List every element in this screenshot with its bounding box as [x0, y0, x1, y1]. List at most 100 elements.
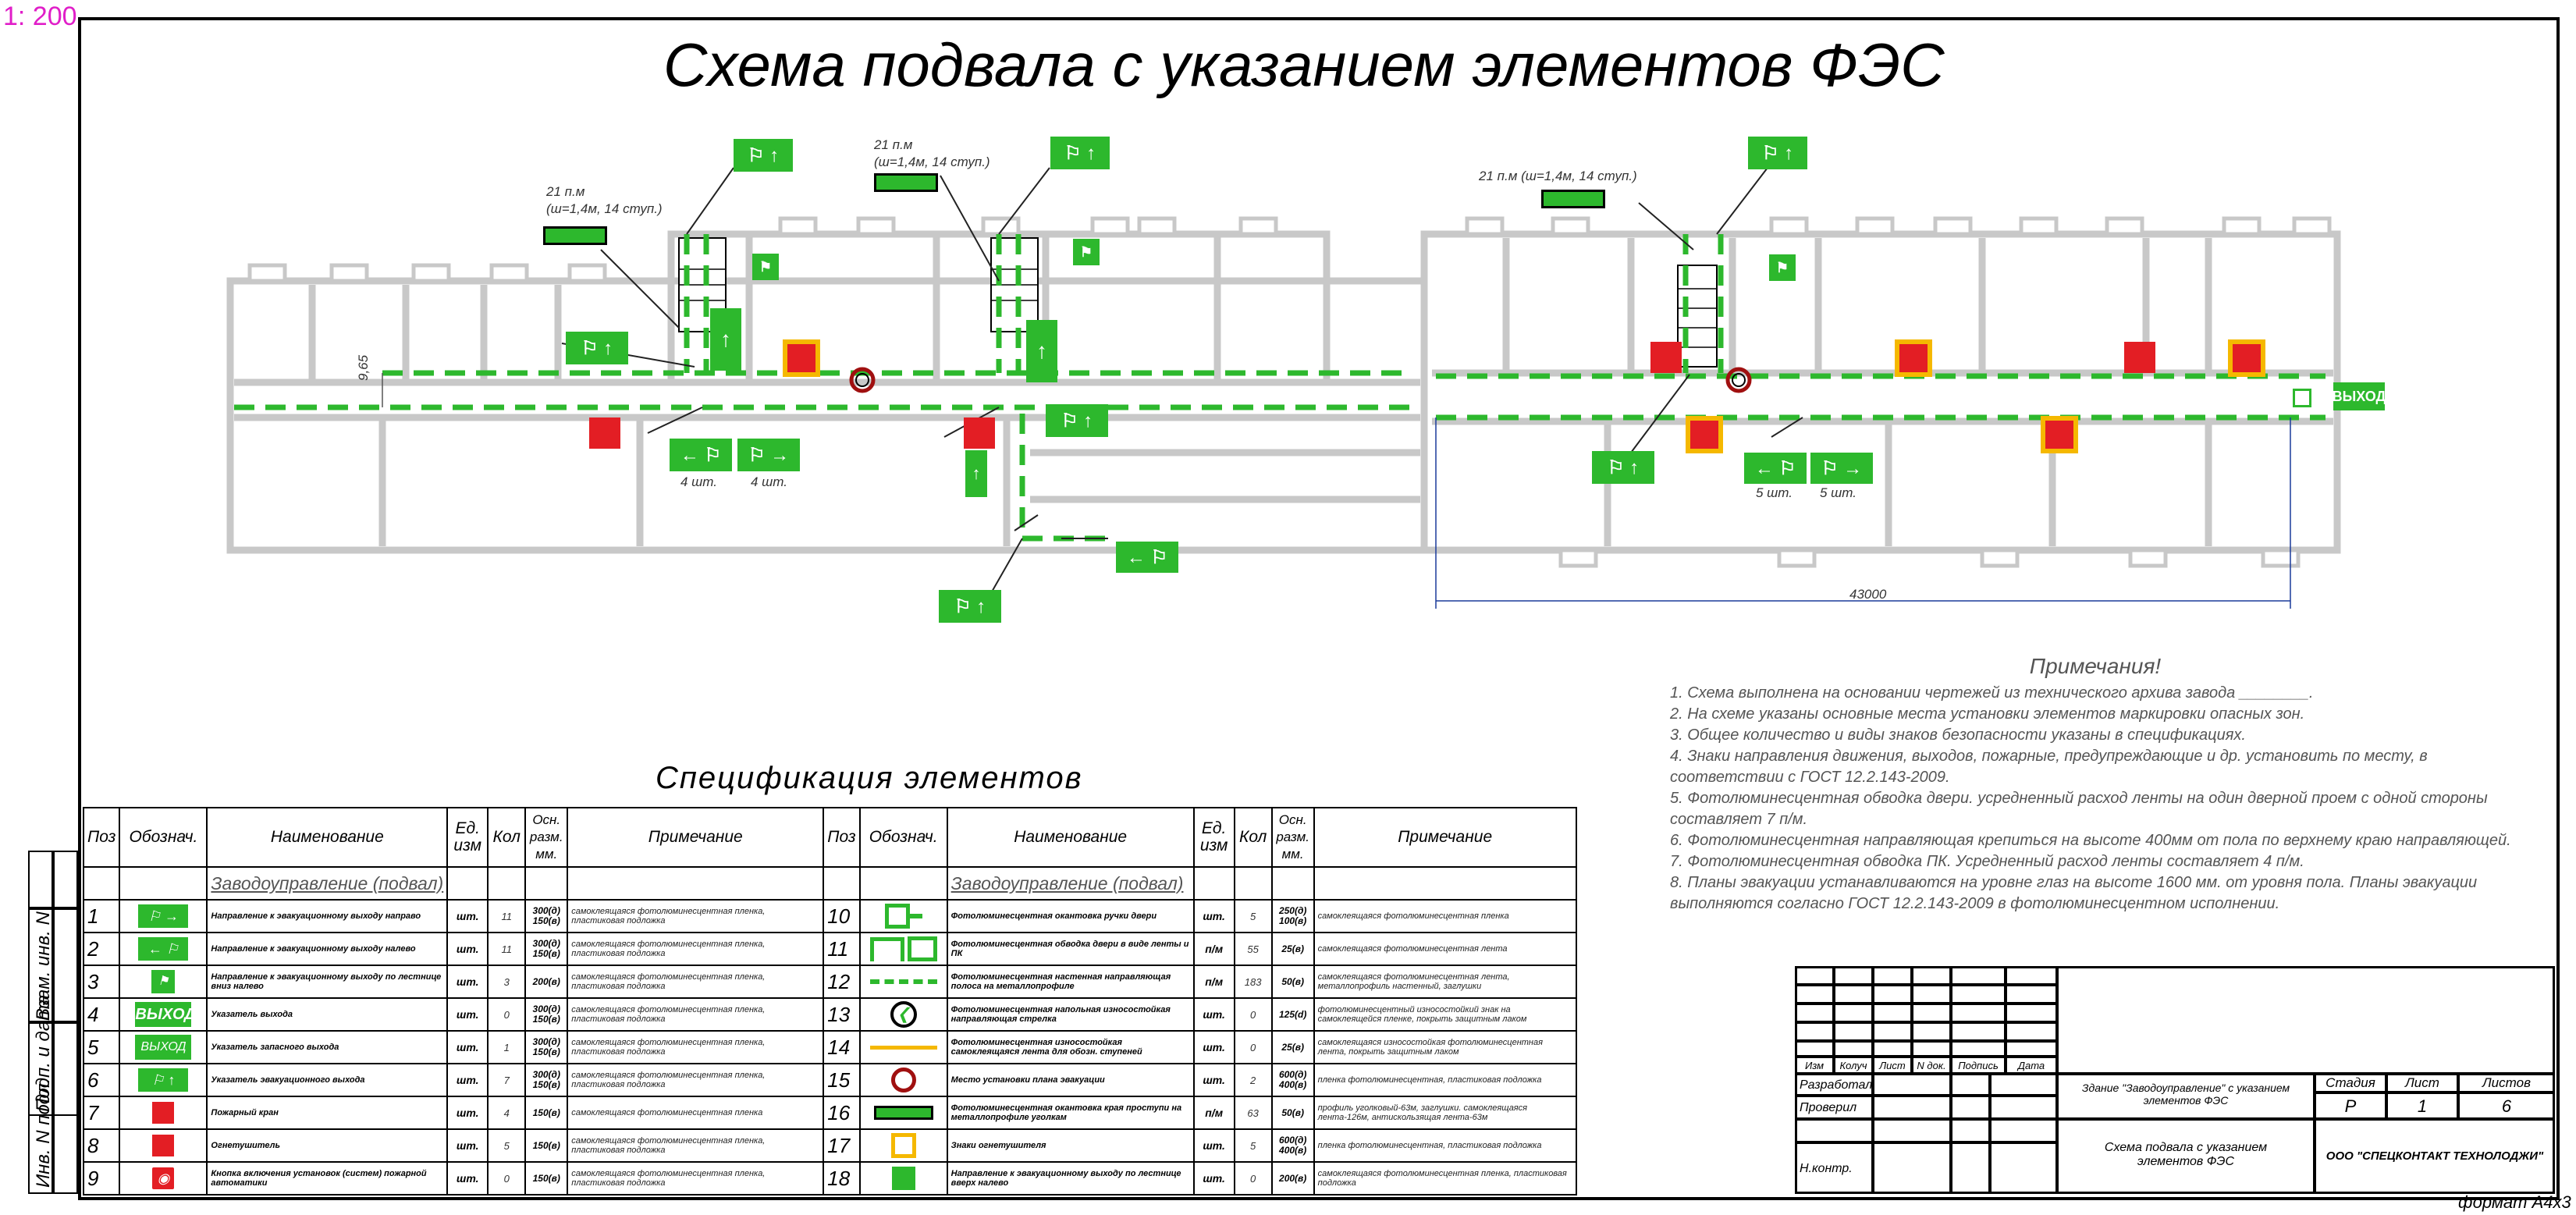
- tb-grid-cell: [1834, 1041, 1873, 1057]
- spec-name: Знаки огнетушителя: [946, 1128, 1195, 1163]
- note-item: 3. Общее количество и виды знаков безопа…: [1670, 727, 2246, 744]
- spec-size: 25(в): [1270, 1030, 1315, 1064]
- direction-up-sign: ↑: [710, 308, 741, 371]
- spec-symbol-outline-frame-icon: [858, 932, 948, 966]
- stair-label-2: 21 п.м: [874, 137, 913, 152]
- note-item: 1. Схема выполнена на основании чертежей…: [1670, 684, 2314, 702]
- spec-unit: п/м: [1192, 932, 1235, 966]
- spec-note: самоклеящаяся фотолюминесцентная пленка: [567, 1096, 825, 1130]
- tb-sign-cell: [1990, 1119, 2057, 1142]
- hdr-size: Осн. разм. мм.: [1270, 807, 1315, 868]
- tb-grid-cell: [1834, 1022, 1873, 1041]
- spec-symbol-yellow-square-icon: [858, 1128, 948, 1163]
- extinguisher-icon: [2041, 416, 2078, 453]
- spec-size: 200(в): [1270, 1161, 1315, 1195]
- tb-stage: Р: [2315, 1092, 2386, 1119]
- tb-grid-cell: Дата: [2006, 1057, 2057, 1074]
- spec-size: 150(в): [524, 1128, 569, 1163]
- tb-grid-cell: [2006, 1041, 2057, 1057]
- spec-pos: 15: [823, 1063, 861, 1097]
- spec-size: 300(д) 150(в): [524, 899, 569, 933]
- exit-left-sign: ← ⚐: [1116, 542, 1178, 573]
- spec-size: 50(в): [1270, 1096, 1315, 1130]
- stair-label-2b: (ш=1,4м, 14 ступ.): [874, 155, 990, 169]
- spec-name: Фотолюминесцентная окантовка края просту…: [946, 1096, 1195, 1130]
- notes-block: Примечания! 1. Схема выполнена на основа…: [1670, 655, 2521, 915]
- tb-grid-cell: [1873, 1041, 1912, 1057]
- spec-note: самоклеящаяся фотолюминесцентная пленка,…: [567, 1063, 825, 1097]
- side-cell: [28, 1022, 78, 1116]
- hdr-unit: Ед. изм: [446, 807, 489, 868]
- tb-grid-cell: [1873, 1022, 1912, 1041]
- spec-note: самоклеящаяся фотолюминесцентная лента, …: [1313, 965, 1577, 999]
- tb-sign-cell: [1873, 1119, 1951, 1142]
- spec-unit: шт.: [1192, 1161, 1235, 1195]
- spec-pos: 13: [823, 997, 861, 1032]
- spec-unit: шт.: [446, 1096, 489, 1130]
- spec-unit: п/м: [1192, 1096, 1235, 1130]
- spec-unit: шт.: [446, 932, 489, 966]
- evac-exit-sign: ⚐ ↑: [566, 332, 628, 364]
- hdr-qty: Кол: [1233, 807, 1273, 868]
- spec-pos: 16: [823, 1096, 861, 1130]
- spec-qty: 183: [1233, 965, 1273, 999]
- exit-left-sign: ← ⚐: [1744, 453, 1807, 484]
- spec-unit: шт.: [1192, 997, 1235, 1032]
- tb-grid-cell: [2006, 1004, 2057, 1022]
- spec-name: Фотолюминесцентная напольная износостойк…: [946, 997, 1195, 1032]
- spec-qty: 11: [487, 899, 527, 933]
- spec-qty: 0: [487, 997, 527, 1032]
- tb-grid-cell: [1912, 1041, 1951, 1057]
- spec-pos: 7: [82, 1096, 121, 1130]
- spec-row: 2← ⚐Направление к эвакуационному выходу …: [82, 932, 1577, 966]
- spec-pos: 5: [82, 1030, 121, 1064]
- spec-pos: 17: [823, 1128, 861, 1163]
- spec-unit: шт.: [446, 899, 489, 933]
- fire-hydrant-icon: [964, 417, 995, 449]
- spec-size: 150(в): [524, 1096, 569, 1130]
- evac-exit-sign: ⚐ ↑: [1050, 137, 1110, 169]
- scale-label: 1: 200: [3, 2, 77, 31]
- spec-qty: 4: [487, 1096, 527, 1130]
- tb-sign-cell: [1951, 1074, 1990, 1096]
- tb-grid-cell: [1873, 985, 1912, 1004]
- note-item: 8. Планы эвакуации устанавливаются на ур…: [1670, 874, 2478, 912]
- stair-tape-mark: [874, 173, 938, 192]
- stair-label-1b: (ш=1,4м, 14 ступ.): [546, 201, 663, 216]
- spec-name: Кнопка включения установок (систем) пожа…: [206, 1161, 449, 1195]
- count-label: 5 шт.: [1756, 485, 1793, 500]
- spec-note: самоклеящаяся фотолюминесцентная пленка,…: [567, 1128, 825, 1163]
- evac-exit-sign: ⚐ ↑: [939, 590, 1001, 623]
- spec-qty: 5: [487, 1128, 527, 1163]
- spec-symbol-stairs-down-icon: ⚑: [119, 965, 208, 999]
- spec-name: Указатель выхода: [206, 997, 449, 1032]
- spec-symbol-green-square-icon: [858, 1161, 948, 1195]
- spec-pos: 1: [82, 899, 121, 933]
- spec-note: самоклеящаяся фотолюминесцентная пленка,…: [567, 1030, 825, 1064]
- spec-qty: 0: [1233, 997, 1273, 1032]
- spec-note: самоклеящаяся фотолюминесцентная пленка,…: [567, 997, 825, 1032]
- spec-symbol-alarm-button-icon: ◉: [119, 1161, 208, 1195]
- side-cell: [28, 908, 78, 1022]
- fire-hydrant-icon: [1650, 342, 1682, 373]
- tb-sign-cell: [1990, 1096, 2057, 1119]
- evac-exit-sign: ⚐ ↑: [1748, 137, 1807, 169]
- note-item: 6. Фотолюминесцентная направляющая крепи…: [1670, 832, 2511, 849]
- tb-grid-cell: [1951, 1041, 2006, 1057]
- spec-note: фотолюминесцентный износостойкий знак на…: [1313, 997, 1577, 1032]
- spec-row: 3⚑Направление к эвакуационному выходу по…: [82, 965, 1577, 999]
- format-label: формат А4х3: [2458, 1192, 2571, 1212]
- spec-symbol-dash-line-icon: [858, 965, 948, 999]
- spec-unit: шт.: [1192, 1063, 1235, 1097]
- evac-exit-sign: ⚐ ↑: [734, 139, 793, 172]
- spec-name: Направление к эвакуационному выходу нале…: [206, 932, 449, 966]
- spec-row: 9◉Кнопка включения установок (систем) по…: [82, 1161, 1577, 1195]
- spec-name: Указатель запасного выхода: [206, 1030, 449, 1064]
- spec-header-row: Поз Обознач. Наименование Ед. изм Кол Ос…: [82, 807, 1577, 868]
- spec-pos: 2: [82, 932, 121, 966]
- tb-grid-cell: [1834, 985, 1873, 1004]
- spec-unit: шт.: [1192, 1128, 1235, 1163]
- tb-sign-cell: [1951, 1096, 1990, 1119]
